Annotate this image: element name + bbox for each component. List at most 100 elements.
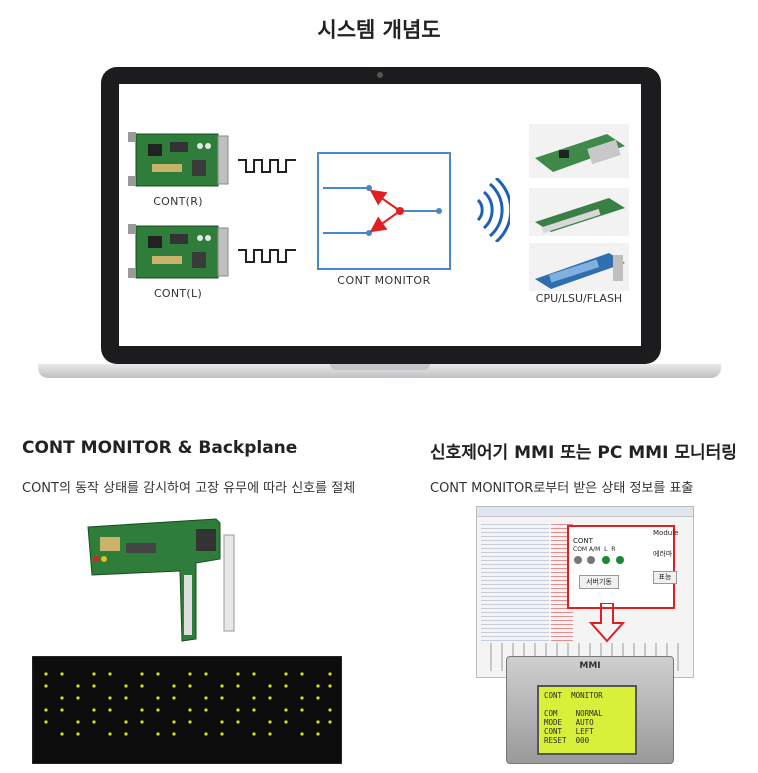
led-dot [284, 684, 288, 688]
lcd-line [544, 700, 630, 709]
led-dot [300, 672, 304, 676]
led-dot [124, 684, 128, 688]
cpu-board-image [529, 124, 629, 178]
led-dot [92, 708, 96, 712]
led-dot [172, 732, 176, 736]
module-label: Module [653, 529, 679, 537]
led-dot [220, 720, 224, 724]
led-dot [60, 672, 64, 676]
led-dot [284, 672, 288, 676]
mmi-lcd-screen: CONT MONITOR COM NORMAL MODE AUTO CONT L… [537, 685, 637, 755]
mmi-label: MMI [579, 661, 601, 671]
led-dot [328, 720, 332, 724]
led-dot [172, 720, 176, 724]
led-dot [60, 732, 64, 736]
led-dot [328, 708, 332, 712]
led-dot [252, 672, 256, 676]
switch-diagram [323, 185, 442, 236]
cont-l-label: CONT(L) [153, 287, 203, 300]
lcd-line: CONT LEFT [544, 727, 594, 736]
mmi-device: MMI CONT MONITOR COM NORMAL MODE AUTO CO… [506, 656, 674, 764]
led-dot [44, 684, 48, 688]
led-dot [300, 708, 304, 712]
red-arrow-icon [588, 603, 626, 643]
led-dot [140, 708, 144, 712]
pulse-signal-top-icon [238, 159, 296, 173]
led-dot [252, 696, 256, 700]
led-dot [92, 684, 96, 688]
led-dot [204, 672, 208, 676]
right-section-description: CONT MONITOR로부터 받은 상태 정보를 표출 [430, 481, 694, 496]
led-display-board-image [32, 656, 342, 764]
left-section-heading: CONT MONITOR & Backplane [22, 438, 298, 458]
led-dot [108, 696, 112, 700]
led-dot [92, 672, 96, 676]
led-dot [252, 708, 256, 712]
led-dot [172, 696, 176, 700]
led-dot [76, 696, 80, 700]
pc-mmi-window: CONT COM A/M L R 서버기동 Module 에러마 표능 [476, 506, 694, 678]
led-dot [156, 672, 160, 676]
led-dot [44, 672, 48, 676]
camera-icon [377, 72, 383, 78]
led-dot [284, 708, 288, 712]
cont-r-label: CONT(R) [153, 195, 203, 208]
led-dot [140, 672, 144, 676]
led-dot [92, 720, 96, 724]
led-dot [124, 732, 128, 736]
led-dot [300, 732, 304, 736]
led-dot [284, 720, 288, 724]
show-button[interactable]: 표능 [653, 571, 677, 584]
led-dot [188, 684, 192, 688]
backplane-pcb-image [87, 518, 235, 642]
pc-cont-label: CONT [573, 537, 593, 545]
left-section-description: CONT의 동작 상태를 감시하여 고장 유무에 따라 신호를 절체 [22, 481, 356, 496]
led-dot [316, 732, 320, 736]
led-dot [140, 684, 144, 688]
page-title: 시스템 개념도 [317, 18, 441, 42]
led-dot [188, 708, 192, 712]
cont-l-card-image [128, 224, 229, 279]
load-button[interactable]: 서버기동 [579, 575, 619, 589]
led-dot [300, 696, 304, 700]
led-dot [76, 684, 80, 688]
led-dot [268, 732, 272, 736]
led-dot [204, 732, 208, 736]
pc-window-list [481, 521, 549, 641]
lcd-line: RESET 000 [544, 736, 590, 745]
led-dot [316, 696, 320, 700]
cpu-lsu-flash-label: CPU/LSU/FLASH [535, 292, 623, 305]
led-dot [220, 684, 224, 688]
laptop-base [38, 364, 721, 378]
led-dot [328, 672, 332, 676]
led-dot [268, 720, 272, 724]
led-dot [108, 732, 112, 736]
right-section-heading: 신호제어기 MMI 또는 PC MMI 모니터링 [430, 443, 737, 463]
led-dot [268, 684, 272, 688]
wireless-signal-icon [476, 178, 510, 242]
led-dot [156, 708, 160, 712]
led-dot [316, 720, 320, 724]
led-dot [236, 708, 240, 712]
led-dot [124, 696, 128, 700]
pc-window-titlebar [477, 507, 693, 517]
cont-status-highlight: CONT COM A/M L R 서버기동 [567, 525, 675, 609]
led-dot [188, 672, 192, 676]
module-value: 에러마 [653, 550, 673, 558]
lcd-line: COM NORMAL [544, 709, 603, 718]
led-dot [236, 720, 240, 724]
laptop-notch [330, 364, 430, 370]
led-dot [108, 672, 112, 676]
cont-status-leds [574, 556, 624, 564]
led-dot [252, 732, 256, 736]
led-dot [204, 708, 208, 712]
led-dot [60, 708, 64, 712]
led-dot [108, 708, 112, 712]
led-dot [204, 696, 208, 700]
led-dot [316, 684, 320, 688]
led-dot [172, 684, 176, 688]
led-dot [140, 720, 144, 724]
led-dot [220, 732, 224, 736]
led-dot [268, 696, 272, 700]
led-dot [236, 672, 240, 676]
